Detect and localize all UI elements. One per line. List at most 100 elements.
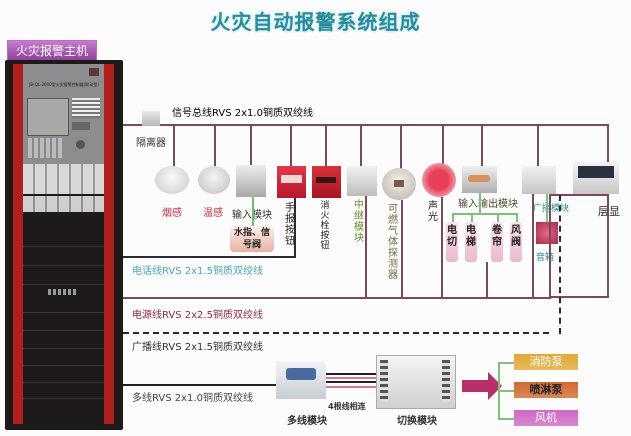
io-branch-line: [471, 213, 473, 222]
signal-bus-label: 信号总线RVS 2x1.0铜质双绞线: [172, 108, 313, 119]
power-line: [123, 297, 551, 299]
wire: [326, 377, 378, 379]
power-drop: [549, 194, 551, 297]
cabinet-divider: [23, 382, 104, 383]
wire: [326, 381, 378, 383]
phone-line: [123, 256, 295, 258]
multi-line: [123, 384, 281, 386]
power-line: [549, 296, 609, 298]
broadcast-module: [522, 166, 556, 194]
smoke-detector: [155, 166, 189, 194]
bus-drop: [442, 124, 444, 168]
indicator-panel: [72, 98, 100, 118]
power-drop: [365, 196, 367, 297]
heat-label: 温感: [203, 208, 223, 219]
output-branch-line: [498, 390, 514, 392]
linkage-panel-2: [23, 196, 104, 212]
wire: [326, 373, 378, 375]
bus-drop: [250, 124, 252, 168]
lcd-screen: [27, 98, 69, 136]
power-indicators: [48, 289, 78, 295]
broadcast-line: [123, 332, 549, 334]
io-sub-rolling-shutter: 卷帘: [491, 222, 503, 262]
input-branch-line: [252, 197, 254, 227]
key-switch-icon[interactable]: [76, 140, 85, 149]
power-line: [551, 194, 608, 196]
brand-logo-icon: [89, 68, 99, 76]
smoke-label: 烟感: [162, 208, 182, 219]
cabinet-divider: [23, 265, 104, 266]
wire: [326, 386, 378, 388]
linkage-panel-1: [23, 164, 104, 194]
sound-light-alarm: [422, 163, 456, 197]
isolator-device: [142, 111, 160, 126]
io-module-indicator: [468, 175, 490, 182]
power-drop: [441, 197, 443, 297]
bus-drop: [173, 124, 175, 172]
phone-line-drop: [294, 198, 296, 258]
broadcast-line-drop: [559, 195, 561, 334]
bus-drop: [481, 124, 483, 168]
multi-line-module: [276, 361, 326, 399]
bus-drop: [360, 124, 362, 168]
button-window: [281, 175, 302, 183]
io-sub-elevator: 电梯: [465, 222, 477, 262]
io-branch-line: [497, 213, 499, 222]
output-branch-line: [498, 418, 514, 420]
multi-module-label: 多线模块: [287, 416, 327, 427]
terminal-block-right: [442, 360, 450, 402]
output-fan: 风机: [514, 410, 578, 426]
power-drop: [607, 194, 609, 297]
button-window: [316, 177, 336, 183]
four-wire-label: 4根线相连: [328, 402, 366, 411]
speaker-label: 音箱: [536, 253, 555, 263]
switch-module-label: 切换模块: [397, 416, 437, 427]
host-model-text: JB-QL-2000型火灾报警控制器(联动型): [29, 82, 99, 87]
gas-detector-label: 可燃气体探测器: [388, 204, 398, 281]
floor-display-label: 层显: [598, 205, 620, 218]
arrow-body: [462, 380, 490, 392]
speaker: [536, 222, 558, 244]
io-sub-power-cut: 电切: [446, 222, 458, 262]
io-branch-line: [452, 213, 454, 222]
broadcast-line-label: 广播线RVS 2x1.5铜质双绞线: [132, 342, 263, 353]
bus-drop: [325, 124, 327, 168]
bus-drop: [537, 124, 539, 168]
broadcast-module-label: 广播模块: [533, 204, 570, 214]
host-label: 火灾报警主机: [7, 40, 97, 62]
input-module: [236, 165, 266, 197]
io-sub-damper: 风阀: [510, 222, 522, 262]
keypad[interactable]: [28, 138, 62, 158]
cabinet-divider: [23, 330, 104, 331]
floor-display-screen: [578, 166, 614, 178]
phone-line-label: 电话线RVS 2x1.5铜质双绞线: [132, 266, 263, 277]
output-sprinkler-pump: 喷淋泵: [514, 382, 578, 398]
power-drop: [486, 262, 488, 297]
multi-line-label: 多线RVS 2x1.0铜质双绞线: [132, 393, 253, 404]
hydrant-button-label: 消火栓按钮: [320, 201, 330, 251]
cabinet-divider: [23, 246, 104, 247]
bus-drop: [400, 124, 402, 170]
sound-light-label: 声光: [428, 201, 438, 223]
speaker-branch-line: [546, 194, 548, 222]
diagram-title: 火灾自动报警系统组成: [210, 10, 421, 34]
power-drop: [401, 200, 403, 297]
cabinet-divider: [23, 348, 104, 349]
io-branch-line: [452, 213, 518, 215]
printer-slot: [72, 122, 90, 130]
detector-window: [394, 180, 404, 187]
terminal-block-left: [380, 360, 388, 402]
cabinet-divider: [23, 312, 104, 313]
manual-button-label: 手报按钮: [285, 203, 295, 247]
cabinet-divider: [23, 365, 104, 366]
heat-detector: [198, 166, 230, 194]
db-connector-icon: [286, 368, 316, 380]
relay-module: [347, 166, 377, 196]
power-drop: [532, 194, 534, 297]
bus-drop: [607, 124, 609, 168]
cabinet-divider: [23, 284, 104, 285]
cabinet-divider: [23, 398, 104, 399]
io-branch-line: [516, 213, 518, 222]
power-line-label: 电源线RVS 2x2.5铜质双绞线: [132, 310, 263, 321]
bus-drop: [290, 124, 292, 168]
